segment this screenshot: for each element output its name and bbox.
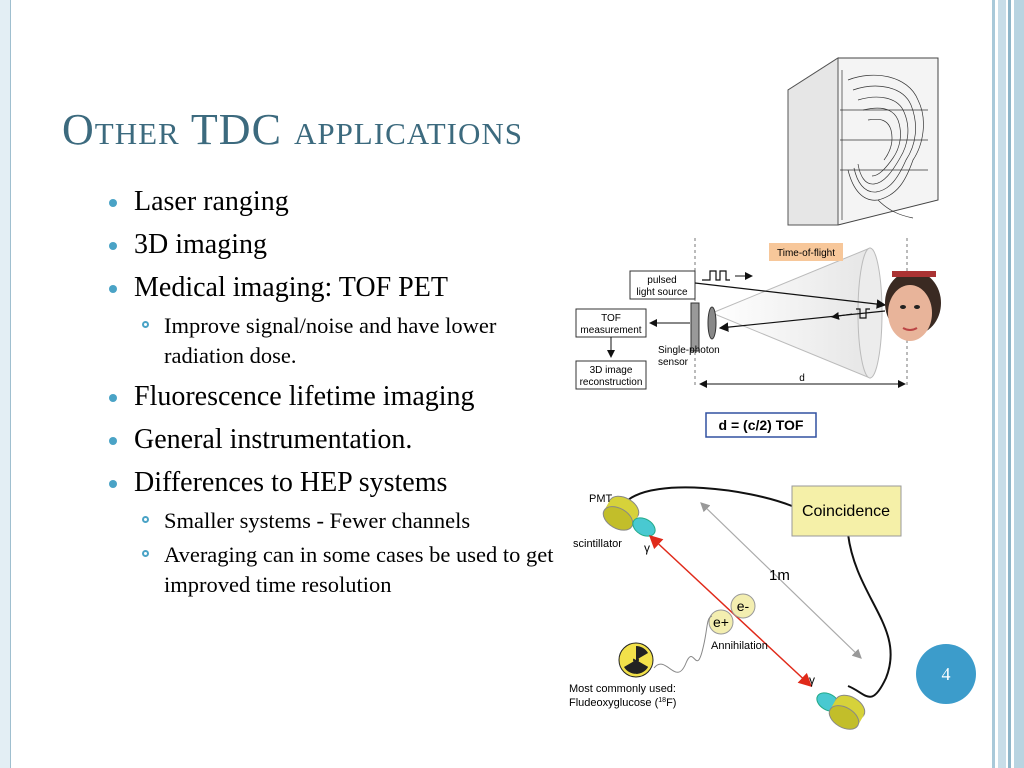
- tof-diagram: Time-of-flight pulsed light source TOF m…: [575, 238, 941, 438]
- electron-label: e-: [737, 598, 750, 614]
- bullet-item: Fluorescence lifetime imaging: [106, 380, 576, 414]
- coincidence-label: Coincidence: [802, 503, 890, 520]
- bullet-text: Differences to HEP systems: [134, 467, 448, 498]
- bullet-text: 3D imaging: [134, 229, 267, 260]
- annihilation-label: Annihilation: [711, 640, 768, 652]
- bullet-item: 3D imaging: [106, 228, 576, 262]
- bullet-item: General instrumentation.: [106, 423, 576, 457]
- pmt-label: PMT: [589, 493, 613, 505]
- sensor-label-2: sensor: [658, 357, 689, 368]
- slide-title: OTHER TDC APPLICATIONS: [62, 104, 523, 155]
- recon-label-2: reconstruction: [580, 377, 643, 388]
- sensor-label-1: Single-photon: [658, 345, 720, 356]
- title-word-1: THER: [94, 116, 180, 151]
- sub-bullet-list: Smaller systems - Fewer channels Averagi…: [134, 506, 576, 600]
- title-initial: O: [62, 105, 95, 154]
- sub-bullet-list: Improve signal/noise and have lower radi…: [134, 311, 576, 371]
- tof-measure-label-1: TOF: [601, 313, 621, 324]
- bullet-item: Medical imaging: TOF PET Improve signal/…: [106, 271, 576, 371]
- sub-bullet-item: Averaging can in some cases be used to g…: [134, 540, 576, 600]
- right-frame-stripes: [984, 0, 1024, 768]
- sub-bullet-item: Smaller systems - Fewer channels: [134, 506, 576, 536]
- left-frame-border: [0, 0, 11, 768]
- bullet-item: Laser ranging: [106, 185, 576, 219]
- gamma-bottom-label: γ: [809, 673, 815, 687]
- distance-d-label: d: [799, 373, 805, 384]
- tof-formula: d = (c/2) TOF: [719, 417, 804, 433]
- scintillator-label: scintillator: [573, 538, 622, 550]
- slide-number-badge: 4: [916, 644, 976, 704]
- bullet-text: Fluorescence lifetime imaging: [134, 381, 475, 412]
- sub-bullet-text: Improve signal/noise and have lower radi…: [164, 313, 497, 368]
- gamma-top-label: γ: [644, 541, 650, 555]
- pulsed-light-label-1: pulsed: [647, 275, 676, 286]
- tof-measure-label-2: measurement: [580, 325, 641, 336]
- sub-bullet-text: Smaller systems - Fewer channels: [164, 508, 471, 533]
- bullet-text: Medical imaging: TOF PET: [134, 272, 448, 303]
- time-of-flight-label: Time-of-flight: [777, 248, 835, 259]
- face-image: [885, 271, 941, 341]
- head-3d-scan-image: [787, 57, 939, 226]
- sub-bullet-text: Averaging can in some cases be used to g…: [164, 542, 554, 597]
- recon-label-1: 3D image: [590, 365, 633, 376]
- common-use-label-1: Most commonly used:: [569, 683, 676, 695]
- positron-label: e+: [713, 614, 729, 630]
- bullet-list: Laser ranging 3D imaging Medical imaging…: [106, 185, 576, 609]
- pulsed-light-label-2: light source: [636, 287, 688, 298]
- radiation-hazard-icon: [618, 642, 654, 678]
- title-word-3: APPLICATIONS: [293, 116, 523, 151]
- common-use-label-2: Fludeoxyglucose (18F): [569, 697, 676, 709]
- bullet-text: Laser ranging: [134, 186, 289, 217]
- pet-diagram: Coincidence PMT scintillator γ 1m e- e+ …: [569, 485, 902, 730]
- bullet-item: Differences to HEP systems Smaller syste…: [106, 466, 576, 600]
- sub-bullet-item: Improve signal/noise and have lower radi…: [134, 311, 576, 371]
- bullet-text: General instrumentation.: [134, 424, 413, 455]
- title-word-2: TDC: [179, 105, 294, 154]
- distance-1m-label: 1m: [769, 567, 790, 584]
